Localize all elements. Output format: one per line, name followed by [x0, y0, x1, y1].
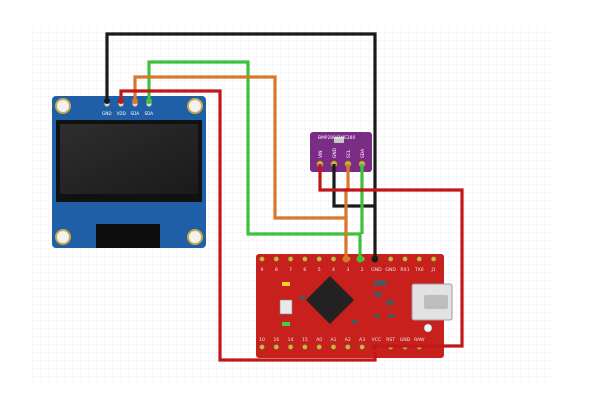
component [374, 314, 380, 318]
oled-pin-label: VDD [117, 111, 126, 116]
sensor-pin-label: SDA [360, 149, 366, 158]
mcu-top-pin [416, 256, 423, 262]
mcu-top-pin-label: J1 [430, 267, 435, 273]
sensor-module: BMP280/BME280 VIN GND SCL SDA [310, 132, 372, 172]
mcu-bottom-pin [344, 344, 351, 350]
mcu-bottom-pin [316, 344, 323, 350]
wire-end-orange [342, 255, 350, 263]
component [388, 314, 394, 318]
mcu-bottom-pin-label: A3 [359, 337, 365, 343]
mcu-chip [305, 275, 355, 325]
sensor-pin-label: GND [332, 147, 338, 158]
wire-black-gnd [105, 32, 377, 258]
sensor-pin-label: VIN [318, 150, 324, 158]
wire-red-sensor-vin [318, 164, 464, 348]
mcu-bottom-pin-label: A0 [316, 337, 322, 343]
mcu-top-pin [287, 256, 294, 262]
mcu-top-pin-label: RX1 [400, 267, 409, 273]
mcu-bottom-pin-label: 14 [288, 337, 294, 343]
led-green [282, 322, 290, 326]
component [386, 300, 394, 305]
wire-end-green [356, 255, 364, 263]
mcu-top-pin-label: 4 [332, 267, 335, 273]
sensor-pcb [310, 132, 372, 172]
mcu-top-pin [387, 256, 394, 262]
wire-orange-scl [133, 75, 348, 258]
component [374, 292, 382, 297]
oled-pin-label: SDA [145, 111, 154, 116]
mcu-bottom-pin-label: 10 [259, 337, 265, 343]
mcu-bottom-pin-label: 16 [273, 337, 279, 343]
wire-end-red [371, 343, 379, 351]
wire-end-green-oled [146, 98, 152, 104]
mcu-bottom-pin [301, 344, 308, 350]
sensor-chip [334, 137, 344, 143]
mcu-bottom-pin [273, 344, 280, 350]
wire-end-black [371, 255, 379, 263]
led-yellow [282, 282, 290, 286]
mounting-hole [187, 229, 203, 245]
mcu-bottom-pin-label: GND [400, 337, 411, 343]
sensor-title: BMP280/BME280 [318, 135, 355, 141]
mcu-top-pin-label: GND [385, 267, 396, 273]
mcu-bottom-pin-label: A1 [330, 337, 336, 343]
mcu-bottom-pin-label: A2 [345, 337, 351, 343]
mcu-bottom-pin-label: 15 [302, 337, 308, 343]
mcu-bottom-pin [287, 344, 294, 350]
mcu-bottom-pin-label: RAW [414, 337, 425, 343]
wire-end-black-oled [104, 98, 110, 104]
reset-button [423, 323, 433, 333]
wires [105, 32, 464, 362]
mcu-top-pin [259, 256, 265, 262]
mcu-top-pin-label: GND [371, 267, 382, 273]
mcu-top-pin-label: 7 [289, 267, 292, 273]
component [352, 320, 358, 324]
component [300, 296, 305, 300]
mcu-top-pin-label: 6 [303, 267, 306, 273]
mcu-bottom-pin [359, 344, 365, 350]
wire-green-sda [147, 60, 362, 258]
mcu-top-pin-label: 3 [346, 267, 349, 273]
usb-port [424, 295, 448, 309]
mcu-bottom-pin [259, 344, 265, 350]
mcu-bottom-pin-label: VCC [372, 337, 382, 343]
mcu-top-pin [330, 256, 337, 262]
sensor-pin-label: SCL [346, 149, 352, 158]
mcu-bottom-pin [330, 344, 337, 350]
oled-screen [60, 124, 198, 194]
wire-end-orange-oled [132, 98, 138, 104]
mcu-top-pin [273, 256, 280, 262]
mcu-top-pin [301, 256, 308, 262]
oled-pin-label: SDA [131, 111, 140, 116]
mcu-top-pin-label: 5 [318, 267, 321, 273]
component [374, 280, 386, 286]
oled-display-module: GND VDD SDA SDA [52, 96, 206, 248]
mcu-top-pin-label: 2 [361, 267, 364, 273]
oled-pin-label: GND [102, 111, 112, 116]
mcu-top-pin-label: 8 [275, 267, 278, 273]
mounting-hole [55, 98, 71, 114]
mcu-top-pin [402, 256, 408, 262]
mcu-bottom-pin-label: RST [386, 337, 395, 343]
mcu-pcb [256, 254, 444, 358]
mounting-hole [55, 229, 71, 245]
wire-end-red-oled [118, 98, 124, 104]
wire-ends [104, 98, 379, 351]
mounting-hole [187, 98, 203, 114]
mcu-top-pin-label: 9 [261, 267, 264, 273]
oled-ribbon [96, 224, 160, 248]
mcu-top-pin [316, 256, 323, 262]
crystal [279, 299, 293, 315]
mcu-top-pin-label: TX0 [414, 267, 424, 273]
mcu-top-pin [430, 256, 437, 262]
wire-red-vdd [119, 89, 377, 362]
